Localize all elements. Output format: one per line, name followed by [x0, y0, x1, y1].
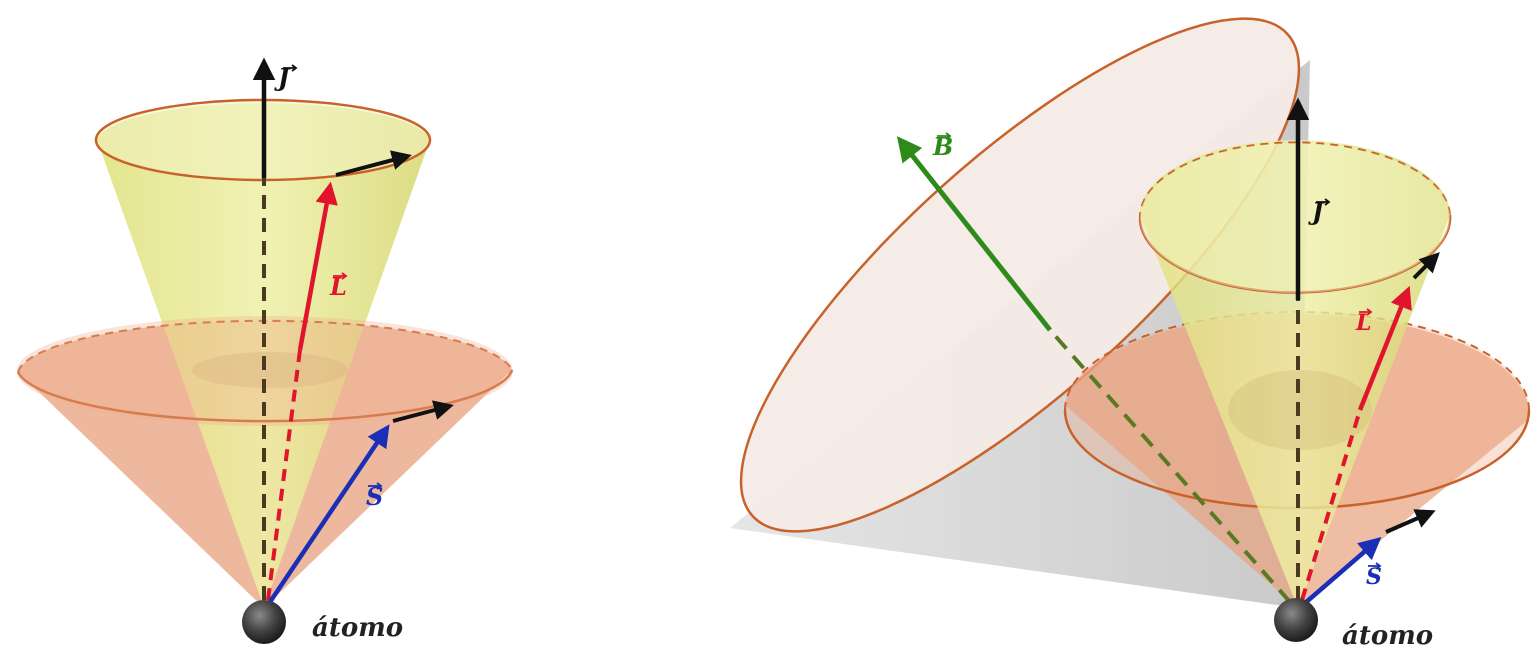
left-spin-disc: [17, 316, 513, 426]
svg-text:L: L: [1355, 310, 1371, 336]
left-atom: [242, 600, 286, 644]
right-l-precession-arrow: [1412, 252, 1440, 280]
right-orbital-rim-back: [1138, 141, 1451, 221]
right-b-axis-dashed: [1048, 328, 1292, 604]
svg-text:B: B: [932, 132, 953, 161]
svg-text:J: J: [274, 63, 291, 92]
left-l-precession-arrow: [335, 150, 412, 177]
svg-text:S: S: [1366, 564, 1382, 590]
right-label-s-arrow-icon: [1368, 562, 1382, 570]
right-s-precession-arrow: [1385, 509, 1436, 534]
left-orbital-cone: [97, 103, 430, 608]
left-atom-label: átomo: [312, 613, 403, 643]
right-orbital-cone: [1140, 140, 1450, 608]
right-l-vector: [1357, 285, 1412, 411]
right-panel: B J L S átomo: [730, 17, 1531, 651]
left-label-l-arrow-icon: [333, 272, 348, 280]
right-label-l: L: [1355, 308, 1373, 336]
left-label-j-arrow-icon: [283, 64, 298, 72]
right-label-b-arrow-icon: [937, 132, 952, 140]
right-label-l-arrow-icon: [1359, 308, 1373, 316]
left-s-precession-arrow: [392, 400, 454, 423]
right-orbital-disc: [1140, 143, 1450, 293]
left-label-s: S: [366, 482, 383, 511]
left-l-vector: [297, 181, 338, 351]
right-l-vector-dashed: [1300, 409, 1362, 601]
left-spin-rim-back: [17, 319, 513, 373]
left-inner-shadow: [192, 352, 348, 388]
left-label-l: L: [329, 272, 348, 301]
right-label-j: J: [1308, 197, 1331, 226]
left-panel: J L S átomo: [16, 57, 514, 644]
right-atom: [1274, 598, 1318, 642]
left-spin-rim-front: [16, 369, 514, 423]
right-label-b: B: [932, 132, 953, 161]
right-label-j-arrow-icon: [1316, 198, 1331, 206]
left-l-vector-dashed: [266, 349, 302, 601]
left-label-j: J: [274, 63, 298, 92]
right-b-vector: [896, 136, 1052, 332]
right-s-vector: [1302, 537, 1382, 606]
left-s-vector: [268, 424, 390, 604]
svg-text:J: J: [1308, 197, 1325, 226]
right-atom-label: átomo: [1342, 621, 1433, 651]
svg-text:S: S: [366, 482, 383, 511]
right-label-s: S: [1366, 562, 1382, 590]
left-label-s-arrow-icon: [368, 482, 383, 490]
